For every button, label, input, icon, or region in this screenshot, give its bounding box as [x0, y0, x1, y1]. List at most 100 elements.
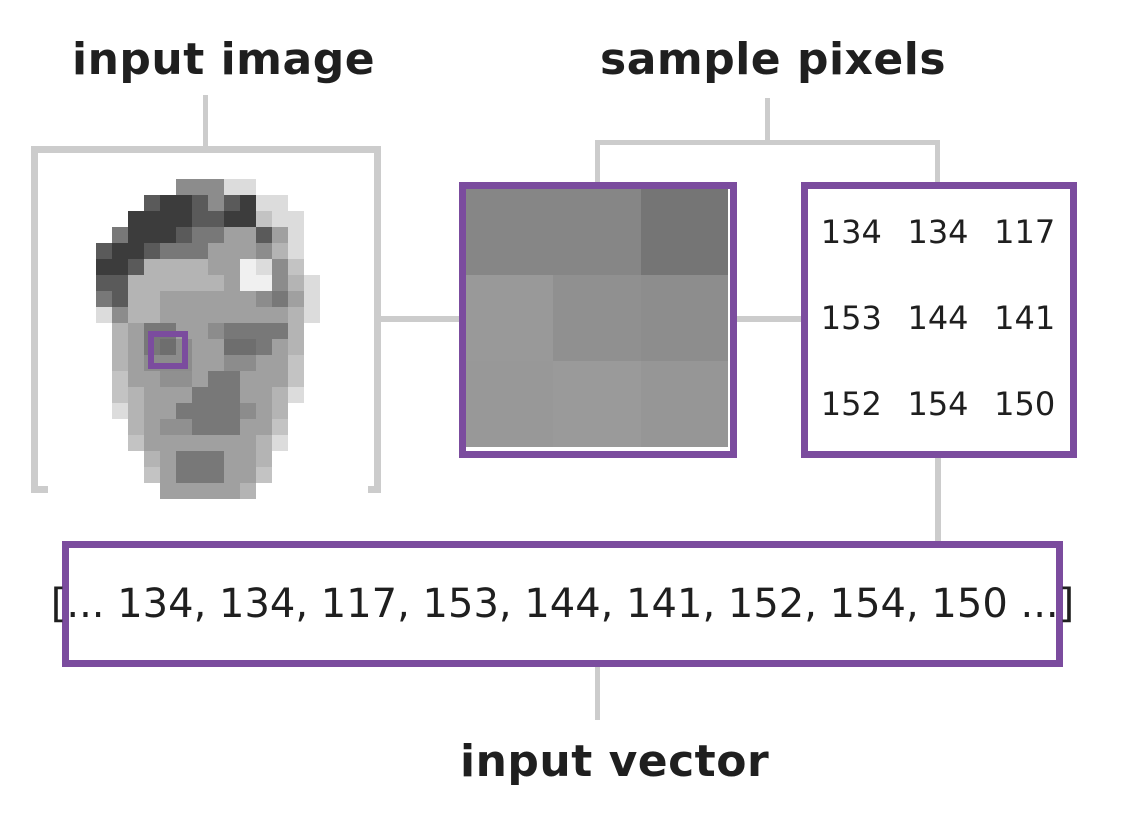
- face-pixel: [96, 451, 112, 467]
- face-pixel: [96, 243, 112, 259]
- face-pixel: [304, 483, 320, 499]
- face-pixel: [320, 195, 336, 211]
- face-pixel: [128, 195, 144, 211]
- face-pixel: [160, 403, 176, 419]
- connector-vector-to-label: [595, 665, 600, 720]
- face-pixel: [144, 259, 160, 275]
- face-pixel: [96, 259, 112, 275]
- face-pixel: [176, 211, 192, 227]
- face-pixel: [320, 227, 336, 243]
- face-pixel: [144, 179, 160, 195]
- face-pixel: [160, 163, 176, 179]
- face-pixel: [192, 275, 208, 291]
- face-pixel: [48, 339, 64, 355]
- sample-pixel: [553, 361, 641, 447]
- face-pixel: [176, 419, 192, 435]
- face-pixel: [320, 387, 336, 403]
- face-pixel: [48, 275, 64, 291]
- face-pixel: [64, 371, 80, 387]
- face-pixel: [304, 355, 320, 371]
- face-pixel: [64, 451, 80, 467]
- face-pixel: [144, 467, 160, 483]
- connector-values-to-vector: [935, 456, 941, 543]
- face-pixel: [352, 291, 368, 307]
- face-pixel: [208, 163, 224, 179]
- face-pixel: [48, 227, 64, 243]
- face-pixel: [112, 291, 128, 307]
- face-pixel: [192, 483, 208, 499]
- face-pixel: [128, 211, 144, 227]
- face-pixel: [352, 243, 368, 259]
- face-pixel: [160, 467, 176, 483]
- face-pixel: [80, 227, 96, 243]
- face-pixel: [240, 259, 256, 275]
- sample-pixels-box: [459, 182, 737, 458]
- face-pixel: [160, 307, 176, 323]
- face-pixel: [192, 339, 208, 355]
- face-pixel: [336, 259, 352, 275]
- face-pixel: [256, 323, 272, 339]
- face-pixel: [80, 307, 96, 323]
- face-pixel: [288, 307, 304, 323]
- face-pixel: [224, 355, 240, 371]
- face-pixel: [144, 451, 160, 467]
- face-pixel: [304, 371, 320, 387]
- face-pixel: [80, 483, 96, 499]
- face-pixel: [160, 291, 176, 307]
- face-pixel: [96, 355, 112, 371]
- face-pixel: [352, 339, 368, 355]
- face-pixel: [64, 483, 80, 499]
- face-pixel: [144, 275, 160, 291]
- face-pixel: [64, 291, 80, 307]
- face-pixel: [272, 259, 288, 275]
- face-pixel: [256, 371, 272, 387]
- face-pixel: [96, 275, 112, 291]
- face-pixel: [304, 211, 320, 227]
- face-pixel: [352, 419, 368, 435]
- face-pixel: [192, 307, 208, 323]
- face-pixel: [192, 435, 208, 451]
- face-pixel: [224, 371, 240, 387]
- face-pixel: [176, 275, 192, 291]
- face-pixel: [288, 403, 304, 419]
- face-pixel: [224, 179, 240, 195]
- face-pixel: [272, 243, 288, 259]
- pixel-value: 150: [994, 385, 1056, 423]
- face-pixel: [112, 403, 128, 419]
- face-pixel: [144, 227, 160, 243]
- face-pixel: [128, 483, 144, 499]
- face-pixel: [352, 483, 368, 499]
- sample-pixel: [466, 275, 554, 361]
- face-pixel: [96, 211, 112, 227]
- face-pixel: [176, 227, 192, 243]
- face-pixel: [208, 179, 224, 195]
- face-pixel: [304, 179, 320, 195]
- face-pixel: [336, 227, 352, 243]
- face-pixel: [336, 195, 352, 211]
- face-pixel: [208, 483, 224, 499]
- face-pixel: [192, 419, 208, 435]
- face-pixel: [128, 371, 144, 387]
- face-pixel: [112, 211, 128, 227]
- face-pixel: [80, 179, 96, 195]
- face-pixel: [256, 227, 272, 243]
- face-pixel: [192, 243, 208, 259]
- face-pixel: [272, 163, 288, 179]
- face-pixel: [48, 179, 64, 195]
- face-pixel: [352, 467, 368, 483]
- face-pixel: [352, 387, 368, 403]
- face-pixel: [256, 195, 272, 211]
- face-pixel: [192, 195, 208, 211]
- connector-image-to-pixels: [378, 316, 464, 322]
- face-pixel: [112, 259, 128, 275]
- face-pixel: [144, 403, 160, 419]
- face-pixel: [320, 339, 336, 355]
- face-pixel: [320, 307, 336, 323]
- face-pixel: [352, 259, 368, 275]
- face-pixel: [64, 195, 80, 211]
- face-pixel: [128, 339, 144, 355]
- face-pixel: [80, 163, 96, 179]
